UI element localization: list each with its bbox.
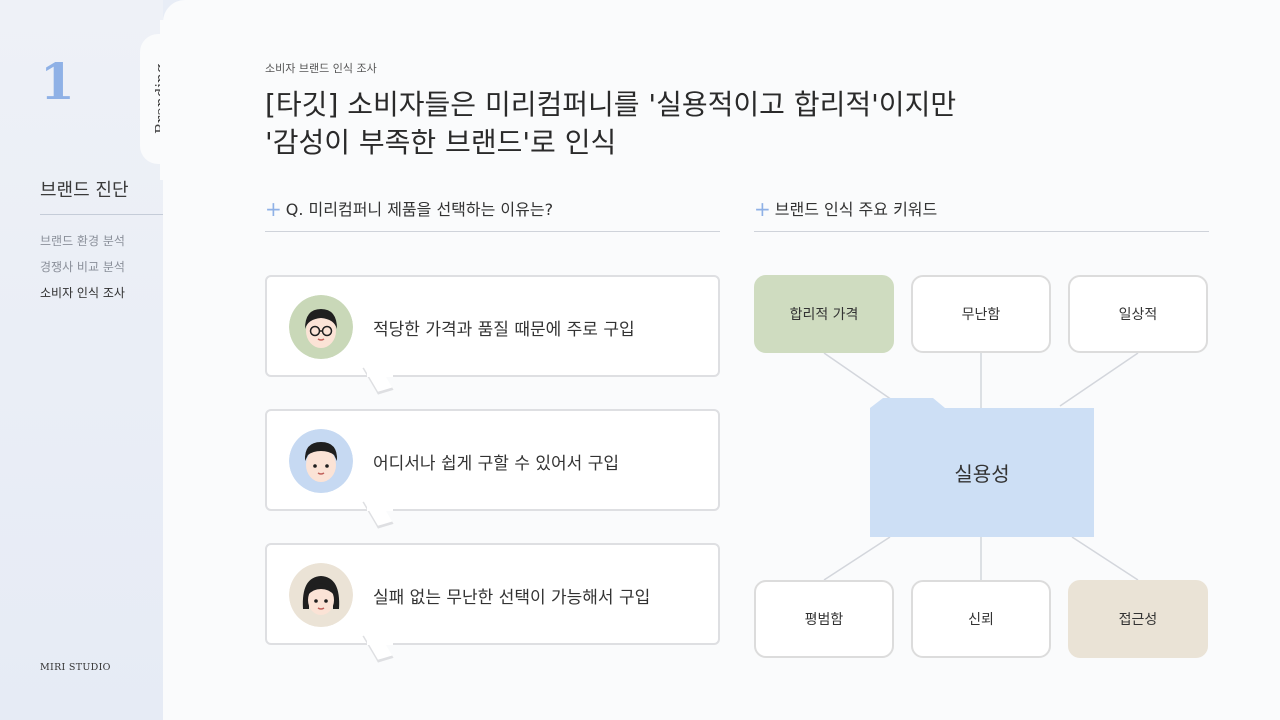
answer-bubble: 실패 없는 무난한 선택이 가능해서 구입 bbox=[265, 543, 720, 645]
sidebar-item-competitor[interactable]: 경쟁사 비교 분석 bbox=[40, 260, 125, 274]
bob-hair-person-icon bbox=[289, 563, 353, 627]
sidebar-nav: 브랜드 환경 분석 경쟁사 비교 분석 소비자 인식 조사 bbox=[40, 232, 125, 310]
eyebrow-text: 소비자 브랜드 인식 조사 bbox=[265, 62, 377, 75]
keyword-card: 합리적 가격 bbox=[754, 275, 894, 353]
tab-connector bbox=[160, 20, 170, 180]
answer-bubble: 적당한 가격과 품질 때문에 주로 구입 bbox=[265, 275, 720, 377]
brand-footer: MIRI STUDIO bbox=[40, 662, 111, 673]
keyword-card: 신뢰 bbox=[911, 580, 1051, 658]
page-title: [타깃] 소비자들은 미리컴퍼니를 '실용적이고 합리적'이지만 '감성이 부족… bbox=[265, 86, 1165, 162]
folder-icon bbox=[870, 398, 1094, 537]
sidebar: 1 브랜드 진단 브랜드 환경 분석 경쟁사 비교 분석 소비자 인식 조사 M… bbox=[0, 0, 163, 720]
keywords-heading-text: 브랜드 인식 주요 키워드 bbox=[774, 200, 938, 219]
center-keyword: 실용성 bbox=[954, 462, 1010, 486]
answer-text: 적당한 가격과 품질 때문에 주로 구입 bbox=[373, 320, 635, 340]
answer-text: 실패 없는 무난한 선택이 가능해서 구입 bbox=[373, 588, 651, 608]
question-heading: +Q. 미리컴퍼니 제품을 선택하는 이유는? bbox=[265, 196, 720, 232]
sidebar-title: 브랜드 진단 bbox=[40, 180, 129, 201]
keyword-card: 평범함 bbox=[754, 580, 894, 658]
sidebar-item-environment[interactable]: 브랜드 환경 분석 bbox=[40, 234, 125, 248]
sidebar-item-consumer[interactable]: 소비자 인식 조사 bbox=[40, 286, 125, 300]
title-line-2: '감성이 부족한 브랜드'로 인식 bbox=[265, 126, 617, 159]
sidebar-divider bbox=[40, 214, 163, 215]
short-hair-person-icon bbox=[289, 429, 353, 493]
keyword-card: 일상적 bbox=[1068, 275, 1208, 353]
answer-text: 어디서나 쉽게 구할 수 있어서 구입 bbox=[373, 454, 619, 474]
answer-bubble: 어디서나 쉽게 구할 수 있어서 구입 bbox=[265, 409, 720, 511]
keywords-heading: +브랜드 인식 주요 키워드 bbox=[754, 196, 1209, 232]
plus-icon: + bbox=[265, 197, 282, 221]
question-text: Q. 미리컴퍼니 제품을 선택하는 이유는? bbox=[285, 200, 554, 219]
plus-icon: + bbox=[754, 197, 771, 221]
keyword-card: 무난함 bbox=[911, 275, 1051, 353]
title-line-1: [타깃] 소비자들은 미리컴퍼니를 '실용적이고 합리적'이지만 bbox=[265, 88, 957, 121]
glasses-person-icon bbox=[289, 295, 353, 359]
keyword-card: 접근성 bbox=[1068, 580, 1208, 658]
section-number: 1 bbox=[40, 52, 75, 111]
